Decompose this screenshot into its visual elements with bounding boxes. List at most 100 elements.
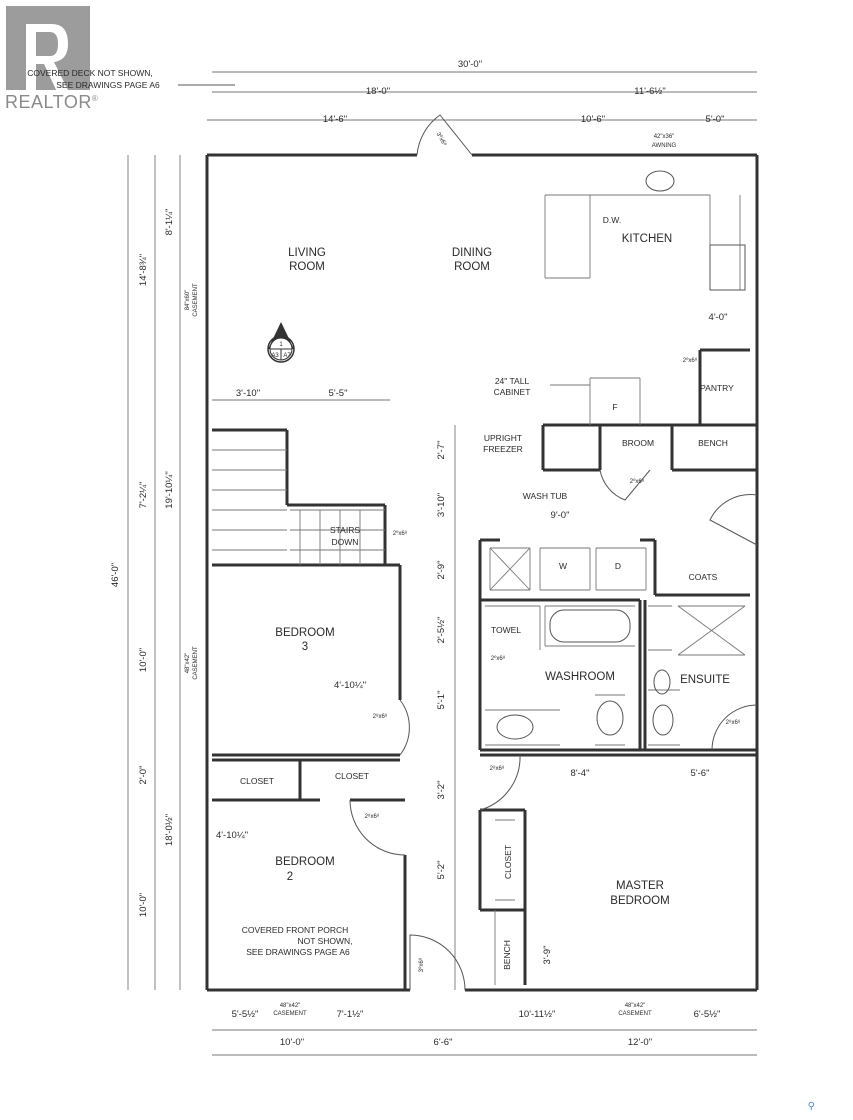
window-casement-1-type: CASEMENT xyxy=(193,283,199,317)
dim-stair-a: 3'-10" xyxy=(236,388,260,399)
dim-hall: 3'-10" xyxy=(436,493,447,517)
bedroom2-label-1: BEDROOM xyxy=(275,856,334,868)
master-closet-label: CLOSET xyxy=(503,845,513,879)
master-bedroom-label-2: BEDROOM xyxy=(610,895,669,907)
dim-top-overall: 30'-0" xyxy=(458,59,482,70)
freezer-note-2: FREEZER xyxy=(483,444,523,454)
dim-top-right: 11'-6½" xyxy=(634,86,665,97)
dim-top-c: 5'-0" xyxy=(706,114,725,125)
door-tag-bedroom2: 2⁸x6⁸ xyxy=(365,813,380,820)
pantry-label: PANTRY xyxy=(700,383,734,393)
door-tag-ensuite: 2⁸x6⁸ xyxy=(726,719,741,726)
dim-left-c: 10'-0" xyxy=(138,648,149,672)
window-bottom-1-type: CASEMENT xyxy=(273,1011,307,1017)
section-marker: 1 A3 A7 xyxy=(267,322,295,363)
dim-bottom-d: 6'-5½" xyxy=(694,1009,721,1020)
window-awning-size: 42"x36" xyxy=(654,134,675,140)
dimension-lines xyxy=(127,71,758,1056)
bedroom2-label-2: 2 xyxy=(287,871,293,883)
dim-bottom-b: 7'-1½" xyxy=(337,1009,364,1020)
dim-laundry-height: 2'-9" xyxy=(436,561,447,580)
fixture-line xyxy=(489,547,531,591)
fixture-line xyxy=(677,605,746,656)
toilet xyxy=(596,700,624,736)
door-tag-pantry: 2⁰x6⁸ xyxy=(683,357,698,364)
door-tag-stairs: 2⁰x6⁸ xyxy=(393,530,408,537)
freezer-note-1: UPRIGHT xyxy=(484,433,522,443)
realtor-logo xyxy=(6,6,90,94)
broom-closet-label: BROOM xyxy=(622,438,654,448)
window-casement-2-type: CASEMENT xyxy=(193,646,199,680)
door-swing xyxy=(709,494,758,546)
door-swing xyxy=(711,704,758,751)
dining-room-label-1: DINING xyxy=(452,247,492,259)
dim-master-b: 5'-6" xyxy=(691,768,710,779)
dim-master-a: 8'-4" xyxy=(571,768,590,779)
dim-laundry-width: 9'-0" xyxy=(551,510,570,521)
window-casement-1-size: 84"x60" xyxy=(185,290,191,311)
location-pin-icon: ⚲ xyxy=(807,1101,815,1112)
stairs-label-1: STAIRS xyxy=(330,525,360,535)
living-room-label-2: ROOM xyxy=(289,261,325,273)
window-bottom-1-size: 48"x42" xyxy=(280,1003,301,1009)
ensuite-toilet xyxy=(653,669,671,695)
towel-label: TOWEL xyxy=(491,625,521,635)
tall-cabinet-note-2: CABINET xyxy=(494,387,531,397)
door-swing xyxy=(599,469,651,501)
bedroom3-label-1: BEDROOM xyxy=(275,627,334,639)
section-sheet-a: A3 xyxy=(271,353,279,359)
coats-label: COATS xyxy=(689,572,718,582)
dim-stair-b: 5'-5" xyxy=(329,388,348,399)
door-swing xyxy=(479,754,521,811)
wash-tub-note: WASH TUB xyxy=(523,491,568,501)
dim-closet-height: 5'-2" xyxy=(436,861,447,880)
door-tag-rear: 3⁰x6⁸ xyxy=(435,131,449,148)
dim-wash-a: 2'-5½" xyxy=(436,617,447,644)
window-bottom-2-type: CASEMENT xyxy=(618,1011,652,1017)
door-swing xyxy=(399,699,410,756)
section-number: 1 xyxy=(279,342,283,348)
door-swing xyxy=(416,114,473,156)
tall-cabinet-note-1: 24" TALL xyxy=(495,376,530,386)
kitchen-label: KITCHEN xyxy=(622,233,672,245)
dim-pantry: 4'-0" xyxy=(709,312,728,323)
bedroom3-label-2: 3 xyxy=(302,641,308,653)
dim-left-g: 19'-10¼" xyxy=(164,471,175,508)
dryer-label: D xyxy=(615,561,621,571)
master-bench-label: BENCH xyxy=(502,940,512,970)
dim-top-left: 18'-0" xyxy=(366,86,390,97)
dim-top-b: 10'-6" xyxy=(581,114,605,125)
dim-hall-b: 3'-2" xyxy=(436,781,447,800)
dim-bench: 3'-9" xyxy=(542,946,553,965)
washer-label: W xyxy=(559,561,567,571)
dim-left-e: 10'-0" xyxy=(138,893,149,917)
living-room-label-1: LIVING xyxy=(288,247,326,259)
door-tag-towel: 2⁰x6⁸ xyxy=(491,655,506,662)
dim-freezer: 2'-7" xyxy=(436,441,447,460)
closet-b-label: CLOSET xyxy=(335,771,369,781)
dim-bed2-closet: 4'-10¼" xyxy=(216,830,248,841)
dim-bottom-a: 5'-5½" xyxy=(232,1009,259,1020)
dim-bottom-c: 10'-11½" xyxy=(519,1009,556,1020)
master-bedroom-label-1: MASTER xyxy=(616,880,664,892)
dishwasher-label: D.W. xyxy=(603,215,621,225)
window-awning-type: AWNING xyxy=(652,143,677,149)
ensuite-sink xyxy=(652,704,674,736)
window-casement-2-size: 48"x42" xyxy=(185,653,191,674)
bathtub xyxy=(549,609,631,643)
dim-bed3-closet: 4'-10¼" xyxy=(334,680,366,691)
dim-left-a: 14'-8¾" xyxy=(138,254,149,286)
dim-left-h: 18'-0½" xyxy=(164,814,175,846)
washroom-label: WASHROOM xyxy=(545,671,615,683)
door-tag-bedroom3: 2⁸x6⁸ xyxy=(373,713,388,720)
kitchen-sink xyxy=(645,170,675,192)
dim-left-b: 7'-2¼" xyxy=(138,482,149,509)
porch-note-1: COVERED FRONT PORCH xyxy=(242,925,349,935)
deck-note-2: SEE DRAWINGS PAGE A6 xyxy=(56,80,160,90)
realtor-wordmark: REALTOR® xyxy=(5,92,99,112)
porch-note-3: SEE DRAWINGS PAGE A6 xyxy=(246,947,350,957)
section-sheet-b: A7 xyxy=(283,353,291,359)
dining-room-label-2: ROOM xyxy=(454,261,490,273)
washroom-sink xyxy=(496,714,534,740)
realtor-r-icon xyxy=(26,24,70,94)
